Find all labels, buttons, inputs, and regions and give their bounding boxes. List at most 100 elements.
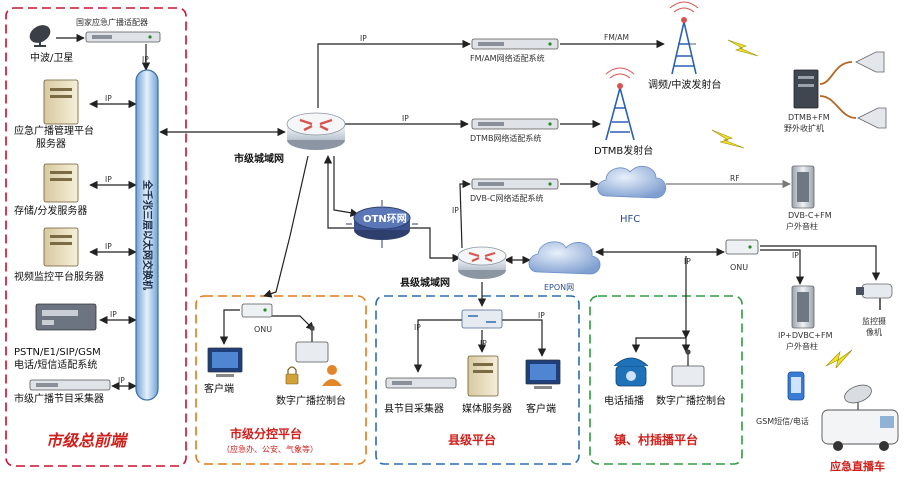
dtmb-tower-label: DTMB发射台 <box>594 144 653 157</box>
link-ip-video: IP <box>105 242 112 251</box>
link-ip-county-client: IP <box>538 311 545 320</box>
dtmb-adapter-label: DTMB网络适配系统 <box>470 133 541 143</box>
city-headend-frame <box>5 7 187 467</box>
link-ip-storage: IP <box>105 175 112 184</box>
ip-column-label-2: 户外音柱 <box>786 341 818 351</box>
fm-am-adapter-label: FM/AM网络适配系统 <box>470 53 545 63</box>
link-ip-county-collector: IP <box>414 323 421 332</box>
client-county-monitor <box>525 359 561 389</box>
pstn-label-1: PSTN/E1/SIP/GSM <box>14 347 101 358</box>
county-collector-label: 县节目采集器 <box>384 402 444 415</box>
storage-server-device <box>43 163 79 203</box>
city-sub-note: （应急办、公安、气象等） <box>222 444 318 454</box>
receiver-label-1: DTMB+FM <box>788 113 830 122</box>
field-receiver-device <box>793 69 819 109</box>
link-rf: RF <box>730 174 740 183</box>
county-collector-device <box>385 377 457 389</box>
link-ip-dtmb: IP <box>402 114 409 123</box>
fm-am-adapter-device <box>471 38 559 50</box>
dvbc-adapter-label: DVB-C网络适配系统 <box>470 193 543 203</box>
camera-label-2: 像机 <box>866 327 882 337</box>
client-city-monitor <box>207 347 243 377</box>
link-labels: IP IP IP IP IP IP IP IP FM/AM IP RF IP I… <box>105 33 799 385</box>
city-collector-device <box>29 379 111 391</box>
console-city-device <box>295 325 329 363</box>
link-ip-onu-column: IP <box>792 251 799 260</box>
national-adapter-device <box>85 31 161 43</box>
city-headend-title: 市级总前端 <box>46 431 129 450</box>
link-ip-national: IP <box>142 55 149 64</box>
city-router-icon <box>286 112 346 150</box>
city-sub-title: 市级分控平台 <box>230 426 302 441</box>
pstn-label-2: 电话/短信适配系统 <box>14 358 97 371</box>
dtmb-adapter-device <box>471 118 559 130</box>
link-ip-mgmt: IP <box>105 94 112 103</box>
mw-satellite-label: 中波/卫星 <box>30 51 73 64</box>
onu-city-label: ONU <box>254 325 272 334</box>
link-ip-pstn: IP <box>110 310 117 319</box>
link-ip-dvbc: IP <box>452 206 459 215</box>
connections <box>56 33 881 391</box>
storage-server-label: 存储/分发服务器 <box>14 204 87 217</box>
city-collector-label: 市级广播节目采集器 <box>14 392 104 405</box>
horn-speaker-icon <box>855 51 887 129</box>
link-fm-am: FM/AM <box>604 33 629 42</box>
ip-outdoor-column <box>791 285 815 329</box>
link-ip-county-media: IP <box>480 339 487 348</box>
console-city-label: 数字广播控制台 <box>276 394 346 407</box>
dtmb-tower-icon <box>605 67 635 141</box>
media-server-device <box>467 355 499 397</box>
dvbc-adapter-device <box>471 178 559 190</box>
otn-label: OTN环网 <box>363 213 407 225</box>
link-ip-fm-am: IP <box>360 34 367 43</box>
city-router-label: 市级城域网 <box>234 152 284 165</box>
lock-icon <box>285 366 299 385</box>
county-switch-device <box>461 309 503 329</box>
ip-column-label-1: IP+DVBC+FM <box>778 331 833 340</box>
hfc-label: HFC <box>620 214 640 225</box>
link-ip-epon-town: IP <box>684 257 691 266</box>
satellite-dish-icon <box>29 25 51 47</box>
dvbc-outdoor-column <box>791 165 815 209</box>
link-ip-collector: IP <box>118 376 125 385</box>
wireless-bolt-icons <box>711 39 853 369</box>
console-town-label: 数字广播控制台 <box>656 394 726 407</box>
camera-label-1: 监控摄 <box>862 316 886 326</box>
fm-tower-icon <box>669 1 699 75</box>
phone-icon <box>613 357 649 387</box>
receiver-label-2: 野外收扩机 <box>784 123 824 133</box>
dvbc-column-label-2: 户外音柱 <box>786 221 818 231</box>
broadcast-van-icon <box>821 384 899 451</box>
client-county-label: 客户端 <box>526 402 556 415</box>
console-town-device <box>671 349 705 387</box>
backbone-switch-label: 全千兆三层以太网交换机 <box>141 179 154 290</box>
phone-insert-label: 电话插播 <box>604 394 644 407</box>
hfc-cloud-icon <box>597 165 667 199</box>
fm-tower-label: 调频/中波发射台 <box>648 78 721 91</box>
national-adapter-label: 国家应急广播适配器 <box>76 17 148 27</box>
vehicle-title: 应急直播车 <box>830 459 885 473</box>
mgmt-server-label-1: 应急广播管理平台 <box>14 124 94 137</box>
otn-ring-icon <box>346 200 418 248</box>
user-icon <box>322 365 342 386</box>
town-title: 镇、村插播平台 <box>614 432 698 447</box>
city-subcontrol-frame <box>195 295 367 465</box>
video-server-label: 视频监控平台服务器 <box>14 270 104 283</box>
media-server-label: 媒体服务器 <box>462 402 512 415</box>
onu-right-device <box>725 239 759 255</box>
surveillance-camera-icon <box>856 283 893 310</box>
pstn-gateway-device <box>35 303 97 331</box>
onu-right-label: ONU <box>730 263 748 272</box>
county-router-label: 县级城域网 <box>400 276 450 289</box>
epon-cloud-icon <box>528 241 601 275</box>
mgmt-server-device <box>43 79 79 125</box>
dvbc-column-label-1: DVB-C+FM <box>788 211 832 220</box>
town-platform-frame <box>589 295 743 465</box>
mobile-phone-icon <box>787 371 805 401</box>
backbone-switch-tube <box>135 69 159 401</box>
onu-city-device <box>241 303 273 318</box>
county-title: 县级平台 <box>448 432 496 447</box>
client-city-label: 客户端 <box>204 382 234 395</box>
